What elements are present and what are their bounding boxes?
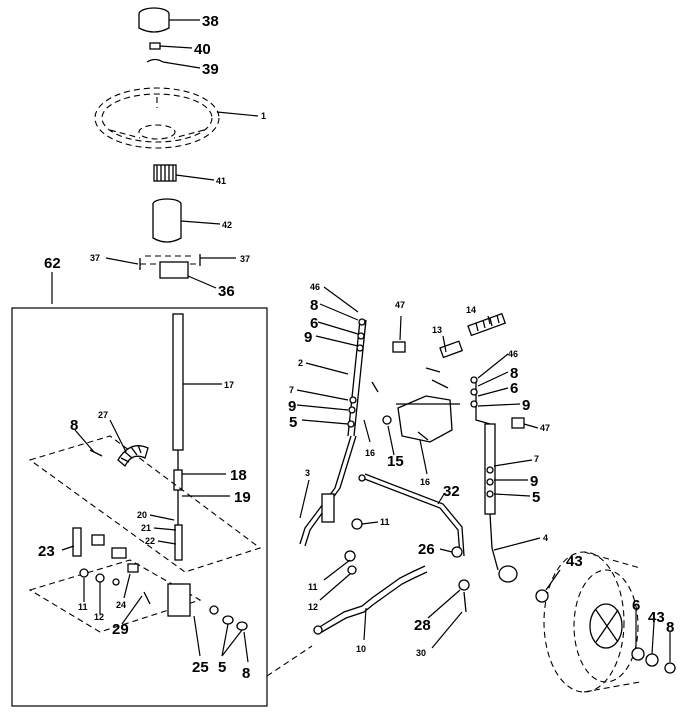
callout-11-tierod: 11 [380, 517, 390, 527]
callout-15: 15 [387, 453, 404, 470]
callout-11-left: 11 [78, 602, 88, 612]
callout-26: 26 [418, 541, 435, 558]
callout-18: 18 [230, 467, 247, 484]
callout-24: 24 [116, 600, 126, 610]
callout-7-left: 7 [289, 385, 294, 395]
axle-bolt-14 [467, 312, 507, 337]
callout-6-spindle-right: 6 [510, 380, 518, 397]
callout-17: 17 [224, 380, 234, 390]
spindle-spacers-right [470, 376, 494, 498]
steering-wheel [94, 87, 220, 149]
callout-38: 38 [202, 13, 219, 30]
spline-adapter [153, 164, 177, 182]
steering-cap [138, 7, 170, 33]
callout-9-spindle-right-top: 9 [522, 397, 530, 414]
callout-5-left: 5 [218, 659, 226, 676]
callout-4: 4 [543, 533, 548, 543]
callout-7-right: 7 [534, 454, 539, 464]
callout-46-right: 46 [508, 349, 518, 359]
tie-rod-32 [358, 473, 465, 557]
callout-21: 21 [141, 523, 151, 533]
callout-28: 28 [414, 617, 431, 634]
steering-support-plane [28, 435, 262, 633]
grease-fitting-47b [511, 417, 525, 429]
callout-12-left: 12 [94, 612, 104, 622]
assembly-centerline [266, 645, 313, 677]
callout-5-spindle-right: 5 [532, 489, 540, 506]
callout-9-spindle-right-bottom: 9 [530, 473, 538, 490]
callout-41: 41 [216, 176, 226, 186]
bushing-bracket [139, 254, 201, 279]
callout-62: 62 [44, 255, 61, 272]
callout-9-spindle-left-bottom: 9 [288, 398, 296, 415]
callout-37-right: 37 [240, 254, 250, 264]
callout-43-top: 43 [566, 553, 583, 570]
ball-joints [344, 518, 470, 613]
sleeve-13 [439, 340, 464, 359]
callout-14: 14 [466, 305, 476, 315]
callout-labels: 38 40 39 1 41 42 37 37 36 62 17 27 8 18 … [38, 13, 674, 682]
callout-16-left: 16 [365, 448, 375, 458]
callout-29: 29 [112, 621, 129, 638]
grease-fitting-47a [392, 341, 406, 353]
callout-11-draglink: 11 [308, 582, 318, 592]
callout-10: 10 [356, 644, 366, 654]
callout-8-spindle-right: 8 [510, 365, 518, 382]
steering-bellows [152, 198, 182, 243]
assembly-62-box [11, 307, 268, 707]
steering-spring-27 [117, 444, 149, 468]
callout-6-spindle-left: 6 [310, 315, 318, 332]
callout-42: 42 [222, 220, 232, 230]
cap-retainer [149, 42, 161, 50]
callout-2: 2 [298, 358, 303, 368]
callout-43-right: 43 [648, 609, 665, 626]
callout-32: 32 [443, 483, 460, 500]
callout-1: 1 [261, 111, 266, 121]
callout-22: 22 [145, 536, 155, 546]
left-spindle-2 [299, 319, 367, 547]
front-tire [543, 551, 641, 693]
callout-8-left: 8 [70, 417, 78, 434]
callout-46-left: 46 [310, 282, 320, 292]
axle-pivot-bracket [371, 367, 460, 443]
callout-39: 39 [202, 61, 219, 78]
callout-8-bottom: 8 [242, 665, 250, 682]
callout-8-spindle-left: 8 [310, 297, 318, 314]
callout-47-left: 47 [395, 300, 405, 310]
leader-lines [51, 19, 671, 663]
callout-36: 36 [218, 283, 235, 300]
wheel-washers [535, 589, 676, 674]
callout-12-draglink: 12 [308, 602, 318, 612]
callout-27: 27 [98, 410, 108, 420]
callout-9-spindle-left-top: 9 [304, 329, 312, 346]
callout-6-wheel: 6 [632, 597, 640, 614]
callout-3: 3 [305, 468, 310, 478]
callout-23: 23 [38, 543, 55, 560]
spring-clip [146, 58, 164, 63]
callout-40: 40 [194, 41, 211, 58]
steering-shaft [172, 313, 184, 561]
drag-link-10 [313, 565, 428, 635]
callout-47-right: 47 [540, 423, 550, 433]
pins-and-washers [72, 449, 248, 631]
callout-16-right: 16 [420, 477, 430, 487]
callout-8-wheel: 8 [666, 619, 674, 636]
callout-19: 19 [234, 489, 251, 506]
callout-13: 13 [432, 325, 442, 335]
callout-5-spindle-left: 5 [289, 414, 297, 431]
callout-37-left: 37 [90, 253, 100, 263]
spindle-spacers-left [347, 318, 366, 428]
callout-30: 30 [416, 648, 426, 658]
callout-25: 25 [192, 659, 209, 676]
callout-20: 20 [137, 510, 147, 520]
